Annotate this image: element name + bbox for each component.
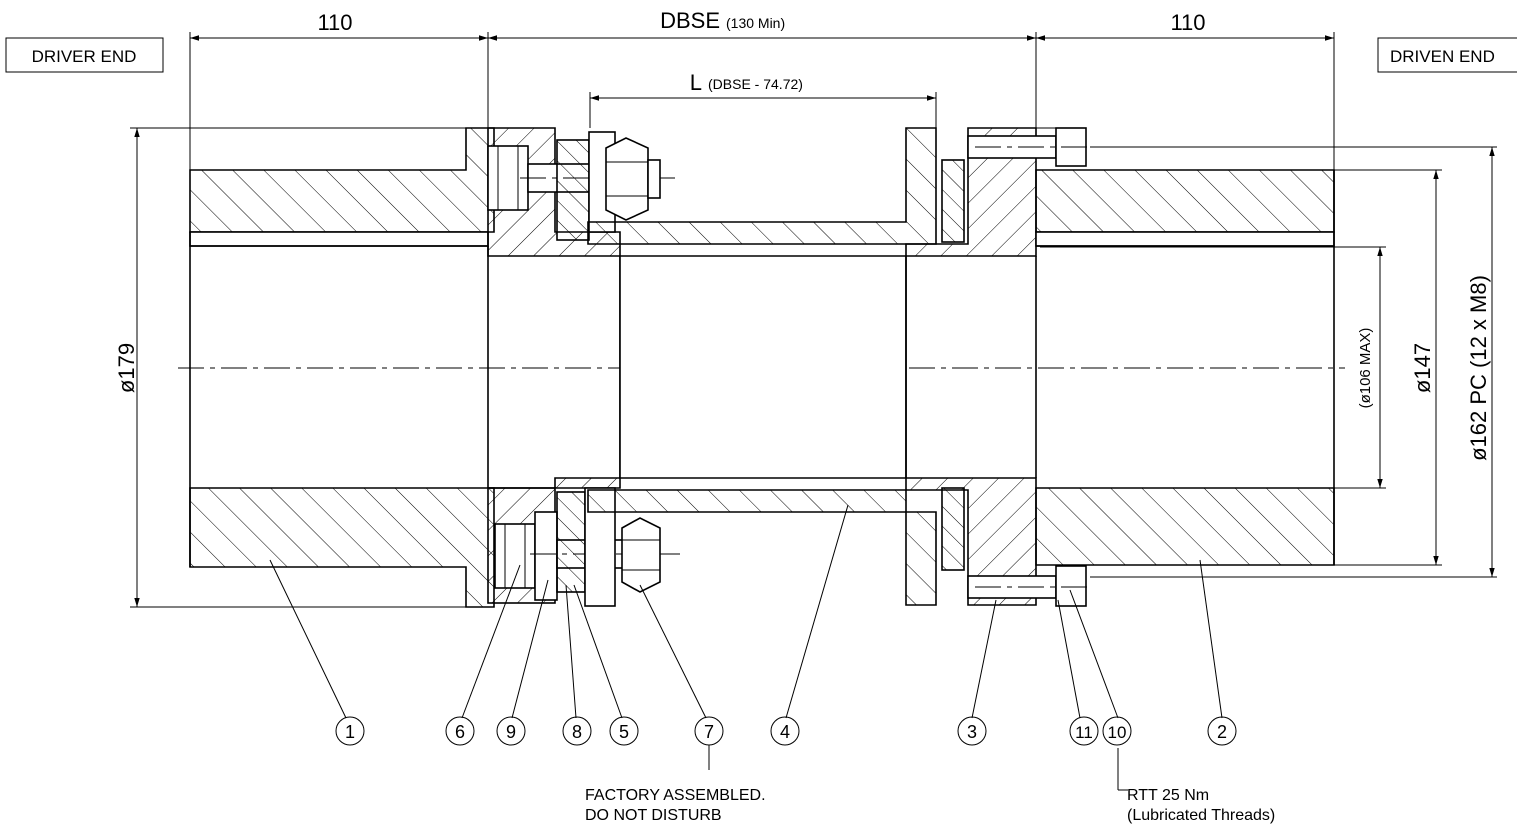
driven-end-label: DRIVEN END: [1390, 47, 1495, 66]
driver-end-box: DRIVER END: [5, 37, 164, 73]
spacer-tube: [587, 127, 937, 606]
torque-note: RTT 25 Nm (Lubricated Threads): [1127, 787, 1275, 824]
leader-lines: [269, 504, 1223, 791]
driven-end-box: DRIVEN END: [1377, 37, 1517, 73]
dim-left-hub: 110: [317, 10, 352, 35]
balloon-9: 9: [496, 716, 526, 746]
dim-right-hub: 110: [1170, 10, 1205, 35]
right-flange: [905, 127, 1037, 606]
svg-text:3: 3: [967, 722, 977, 742]
svg-text:2: 2: [1217, 722, 1227, 742]
balloon-5: 5: [609, 716, 639, 746]
svg-text:7: 7: [704, 722, 714, 742]
svg-text:11: 11: [1075, 723, 1093, 742]
dim-pitch-circle: ø162 PC (12 x M8): [1466, 275, 1491, 461]
balloon-7: 7: [694, 716, 724, 746]
dim-spacer-note: (DBSE - 74.72): [708, 76, 803, 92]
factory-note-line2: DO NOT DISTURB: [585, 807, 722, 824]
dim-hub-diameter: ø147: [1410, 343, 1435, 393]
dim-dbse-note: (130 Min): [726, 15, 785, 31]
dim-dbse: DBSE: [660, 8, 720, 33]
torque-note-line1: RTT 25 Nm: [1127, 787, 1209, 804]
dim-max-bore: (ø106 MAX): [1357, 328, 1374, 409]
screw-top-right: [967, 127, 1090, 167]
balloon-6: 6: [445, 716, 475, 746]
svg-text:8: 8: [572, 722, 582, 742]
svg-text:4: 4: [780, 722, 790, 742]
factory-note: FACTORY ASSEMBLED. DO NOT DISTURB: [585, 745, 766, 824]
right-diameter-dimensions: (ø106 MAX) ø147 ø162 PC (12 x M8): [1040, 146, 1497, 578]
balloon-8: 8: [562, 716, 592, 746]
top-dimensions: 110 DBSE (130 Min) 110 L (DBSE - 74.72): [189, 8, 1335, 170]
outer-diameter-dimension: ø179: [114, 127, 468, 608]
torque-note-line2: (Lubricated Threads): [1127, 807, 1275, 824]
dim-outer-diameter: ø179: [114, 343, 139, 393]
svg-text:10: 10: [1108, 723, 1127, 742]
svg-text:5: 5: [619, 722, 629, 742]
svg-text:1: 1: [345, 722, 355, 742]
balloon-10: 10: [1102, 716, 1132, 746]
svg-text:6: 6: [455, 722, 465, 742]
balloon-2: 2: [1207, 716, 1237, 746]
balloon-4: 4: [770, 716, 800, 746]
svg-text:9: 9: [506, 722, 516, 742]
screw-bottom-right: [967, 565, 1090, 607]
dim-spacer-l: L: [690, 70, 702, 95]
driver-end-label: DRIVER END: [32, 47, 137, 66]
right-hub: [1035, 169, 1335, 566]
balloon-1: 1: [335, 716, 365, 746]
factory-note-line1: FACTORY ASSEMBLED.: [585, 787, 766, 804]
balloon-3: 3: [957, 716, 987, 746]
balloon-11: 11: [1069, 716, 1099, 746]
